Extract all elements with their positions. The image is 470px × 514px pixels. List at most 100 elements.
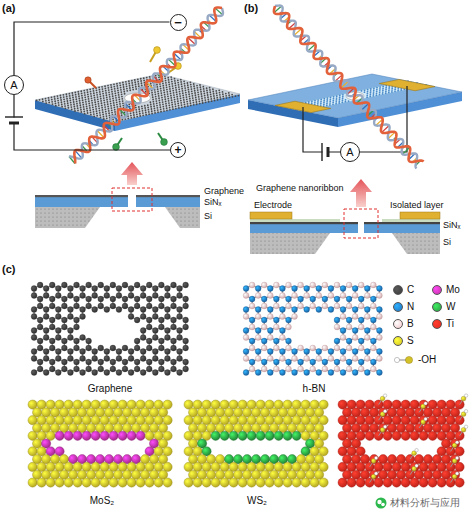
- graphene-lattice-part: [70, 106, 72, 108]
- graphene-lattice-part: [178, 86, 180, 88]
- graphene-lattice-part: [115, 95, 117, 97]
- graphene-lattice-part: [161, 94, 163, 96]
- cross-section-part: [121, 162, 143, 185]
- lattice-model-part-part: [146, 324, 152, 330]
- graphene-lattice-part: [110, 107, 112, 109]
- graphene-lattice-part: [200, 93, 202, 95]
- nanoribbon-lattice-part: [330, 97, 332, 99]
- lattice-model-part-part: [298, 359, 304, 365]
- nanoribbon-lattice-part: [338, 102, 340, 104]
- graphene-lattice-part: [101, 86, 103, 88]
- nanoribbon-lattice-part: [370, 88, 372, 90]
- graphene-lattice-part: [125, 81, 127, 83]
- graphene-lattice-part: [88, 98, 90, 100]
- lattice-model-part-part: [261, 324, 267, 330]
- graphene-lattice-part: [202, 102, 204, 104]
- lattice-model-part-part: [31, 349, 37, 355]
- graphene-lattice-part: [71, 108, 73, 110]
- lattice-model-part-part: [31, 293, 37, 299]
- graphene-lattice-part: [121, 119, 123, 121]
- lattice-model-part-part: [104, 370, 110, 376]
- nanoribbon-lattice-part: [361, 90, 363, 92]
- lattice-model-part-part: [49, 303, 55, 309]
- graphene-lattice-part: [135, 104, 137, 106]
- graphene-lattice-part: [174, 103, 176, 105]
- graphene-lattice-part: [129, 85, 131, 87]
- graphene-lattice-part: [61, 101, 63, 103]
- graphene-lattice-part: [200, 89, 202, 91]
- lattice-model-part-part: [255, 356, 261, 362]
- nanoribbon-lattice-part: [332, 100, 334, 102]
- dna-strand-part: [74, 7, 222, 163]
- graphene-lattice-part: [108, 112, 110, 114]
- nanoribbon-lattice-part: [367, 93, 369, 95]
- lattice-model-part-part: [74, 366, 80, 372]
- graphene-lattice-part: [123, 86, 125, 88]
- lattice-model-part-part: [92, 293, 98, 299]
- graphene-lattice-part: [185, 89, 187, 91]
- lattice-model-part-part: [104, 286, 110, 292]
- lattice-model-part-part: [243, 349, 249, 355]
- lattice-model-part-part: [316, 370, 322, 376]
- graphene-lattice-part: [99, 112, 101, 114]
- lattice-model-part-part: [80, 286, 86, 292]
- graphene-lattice-part: [57, 100, 59, 102]
- graphene-lattice-part: [69, 95, 71, 97]
- graphene-lattice-part: [172, 108, 174, 110]
- graphene-lattice-part: [141, 105, 143, 107]
- graphene-lattice-part: [180, 102, 182, 104]
- graphene-lattice-part: [168, 104, 170, 106]
- graphene-lattice-part: [85, 99, 87, 101]
- nanoribbon-lattice-part: [329, 104, 331, 106]
- graphene-lattice-part: [64, 103, 66, 105]
- lattice-model-part-part: [158, 282, 164, 288]
- graphene-lattice-part: [144, 107, 146, 109]
- nanoribbon-lattice-part: [364, 91, 366, 93]
- graphene-lattice-part: [103, 99, 105, 101]
- lattice-model-part-part: [261, 359, 267, 365]
- graphene-lattice-part: [54, 100, 56, 102]
- lattice-model-part-part: [49, 366, 55, 372]
- lattice-model-part-part: [116, 356, 122, 362]
- graphene-lattice-part: [73, 106, 75, 108]
- lattice-model-part-part: [346, 282, 352, 288]
- lattice-model-part-part: [177, 307, 183, 313]
- graphene-lattice-part: [195, 99, 197, 101]
- graphene-lattice-part: [90, 93, 92, 95]
- lattice-model-part-part: [273, 345, 279, 351]
- lattice-model-part-part: [61, 359, 67, 365]
- nanoribbon-lattice-part: [394, 89, 396, 91]
- nanoribbon-lattice-part: [342, 100, 344, 102]
- graphene-lattice-part: [69, 99, 71, 101]
- lattice-model-part-part: [249, 338, 255, 344]
- graphene-lattice-part: [130, 112, 132, 114]
- graphene-lattice-part: [89, 105, 91, 107]
- lattice-model-part-part: [110, 366, 116, 372]
- graphene-lattice-part: [111, 109, 113, 111]
- lattice-model-part-part: [152, 335, 158, 341]
- nanoribbon-lattice-part: [367, 91, 369, 93]
- graphene-lattice-part: [193, 88, 195, 90]
- graphene-lattice-part: [179, 91, 181, 93]
- graphene-lattice-part: [96, 115, 98, 117]
- graphene-lattice-part: [162, 83, 164, 85]
- lattice-model-part-part: [255, 328, 261, 334]
- graphene-lattice-part: [152, 96, 154, 98]
- graphene-lattice-part: [111, 91, 113, 93]
- lattice-model-part-part: [261, 282, 267, 288]
- graphene-lattice-part: [172, 90, 174, 92]
- graphene-lattice-part: [165, 101, 167, 103]
- nanoribbon-lattice-part: [372, 95, 374, 97]
- graphene-lattice-part: [126, 88, 128, 90]
- lattice-model-part-part: [68, 293, 74, 299]
- lattice-model-part-part: [370, 366, 376, 372]
- nanoribbon-lattice-part: [379, 88, 381, 90]
- graphene-lattice-part: [78, 95, 80, 97]
- lattice-model-part-part: [74, 338, 80, 344]
- lattice-model-part-part: [74, 324, 80, 330]
- graphene-lattice-part: [105, 90, 107, 92]
- lattice-model-part-part: [171, 345, 177, 351]
- lattice-model-part-part: [61, 338, 67, 344]
- graphene-lattice-part: [125, 83, 127, 85]
- nanoribbon-lattice-part: [311, 102, 313, 104]
